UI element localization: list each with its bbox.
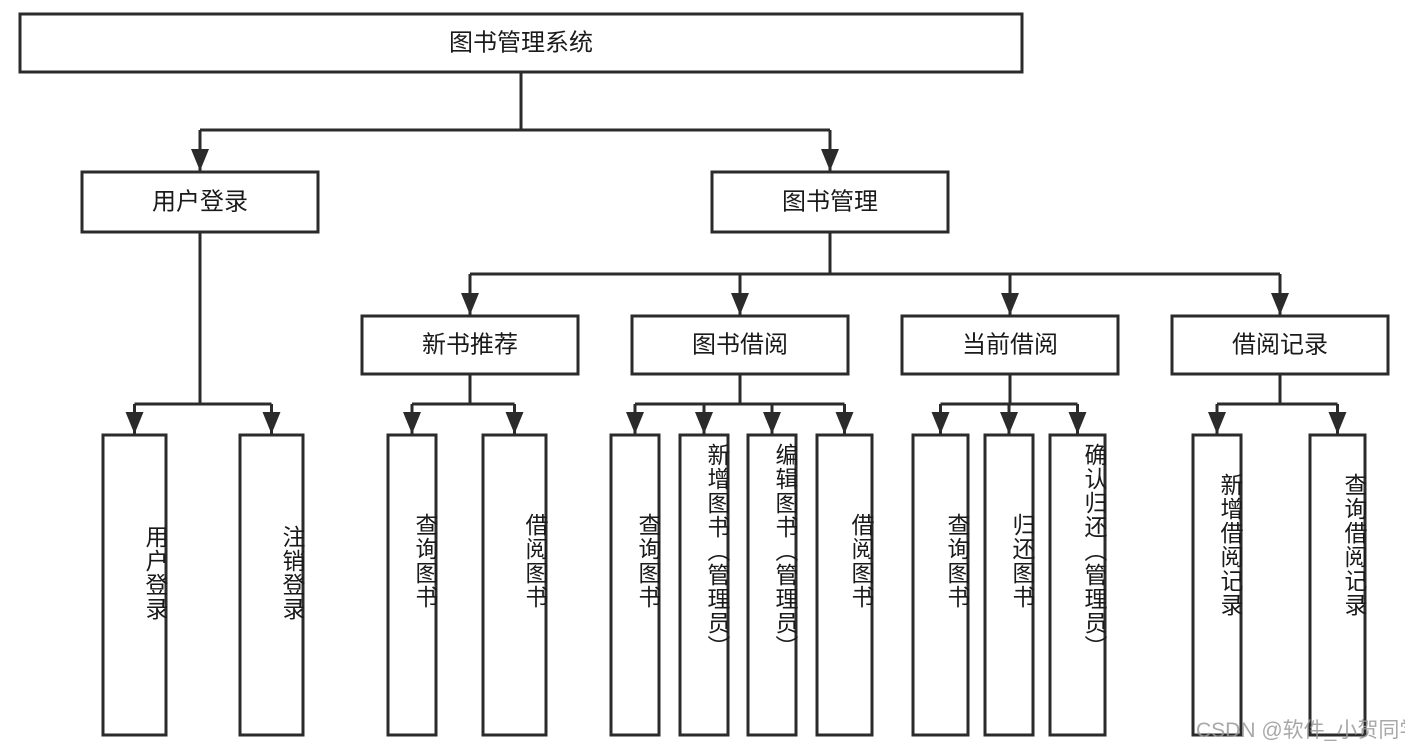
arrow-head-icon — [1208, 412, 1226, 434]
level3-node-box-new-book-recommend — [360, 314, 580, 376]
leaf-node-box-leaf-query-book-current — [911, 433, 970, 737]
arrow-head-icon — [821, 149, 839, 171]
level3-node-label-book-borrow: 图书借阅 — [692, 331, 788, 358]
arrow-head-icon — [1271, 293, 1289, 315]
arrow-head-icon — [763, 412, 781, 434]
level3-node-label-borrow-record: 借阅记录 — [1232, 331, 1328, 358]
arrow-head-icon — [931, 412, 950, 434]
level3-node-box-current-borrow — [900, 314, 1120, 376]
level3-node-box-book-borrow — [630, 314, 850, 376]
arrow-head-icon — [1001, 293, 1019, 315]
leaf-node-box-leaf-confirm-return — [1048, 433, 1107, 737]
leaf-node-box-leaf-borrow-book-recommend — [481, 433, 548, 737]
level2-node-label-book-management: 图书管理 — [782, 188, 878, 215]
arrow-head-icon — [461, 293, 479, 315]
level2-node-label-user-login: 用户登录 — [152, 188, 248, 215]
arrow-head-icon — [505, 412, 524, 434]
level2-node-box-user-login — [80, 170, 320, 234]
level2-node-box-book-management — [710, 170, 950, 234]
connectors-layer — [125, 72, 1347, 434]
arrow-head-icon — [695, 412, 713, 434]
leaf-node-box-leaf-user-login — [101, 433, 168, 737]
level3-node-box-borrow-record — [1170, 314, 1390, 376]
leaf-node-box-leaf-logout — [238, 433, 305, 737]
leaf-node-box-leaf-query-borrow-record — [1308, 433, 1367, 737]
leaf-node-box-leaf-edit-book — [746, 433, 798, 737]
arrow-head-icon — [403, 412, 421, 434]
leaf-node-box-leaf-borrow-book — [815, 433, 874, 737]
csdn-watermark: CSDN @软件_小贺同学 — [1196, 719, 1405, 742]
boxes-layer — [18, 12, 1390, 737]
arrow-head-icon — [262, 412, 281, 434]
leaf-node-box-leaf-add-book — [678, 433, 730, 737]
arrow-head-icon — [1000, 412, 1018, 434]
level3-node-label-current-borrow: 当前借阅 — [962, 331, 1058, 358]
level3-node-label-new-book-recommend: 新书推荐 — [422, 331, 518, 358]
arrow-head-icon — [626, 412, 644, 434]
leaf-node-box-leaf-return-book — [983, 433, 1035, 737]
arrow-head-icon — [1328, 412, 1347, 434]
arrow-head-icon — [1068, 412, 1087, 434]
arrow-head-icon — [731, 293, 749, 315]
leaf-node-box-leaf-query-book-recommend — [386, 433, 438, 737]
leaf-node-box-leaf-add-borrow-record — [1191, 433, 1243, 737]
leaf-node-box-leaf-query-book-borrow — [609, 433, 661, 737]
root-node-box — [18, 12, 1024, 74]
root-node-label: 图书管理系统 — [449, 29, 593, 56]
arrow-head-icon — [835, 412, 854, 434]
arrow-head-icon — [125, 412, 144, 434]
arrow-head-icon — [191, 149, 209, 171]
